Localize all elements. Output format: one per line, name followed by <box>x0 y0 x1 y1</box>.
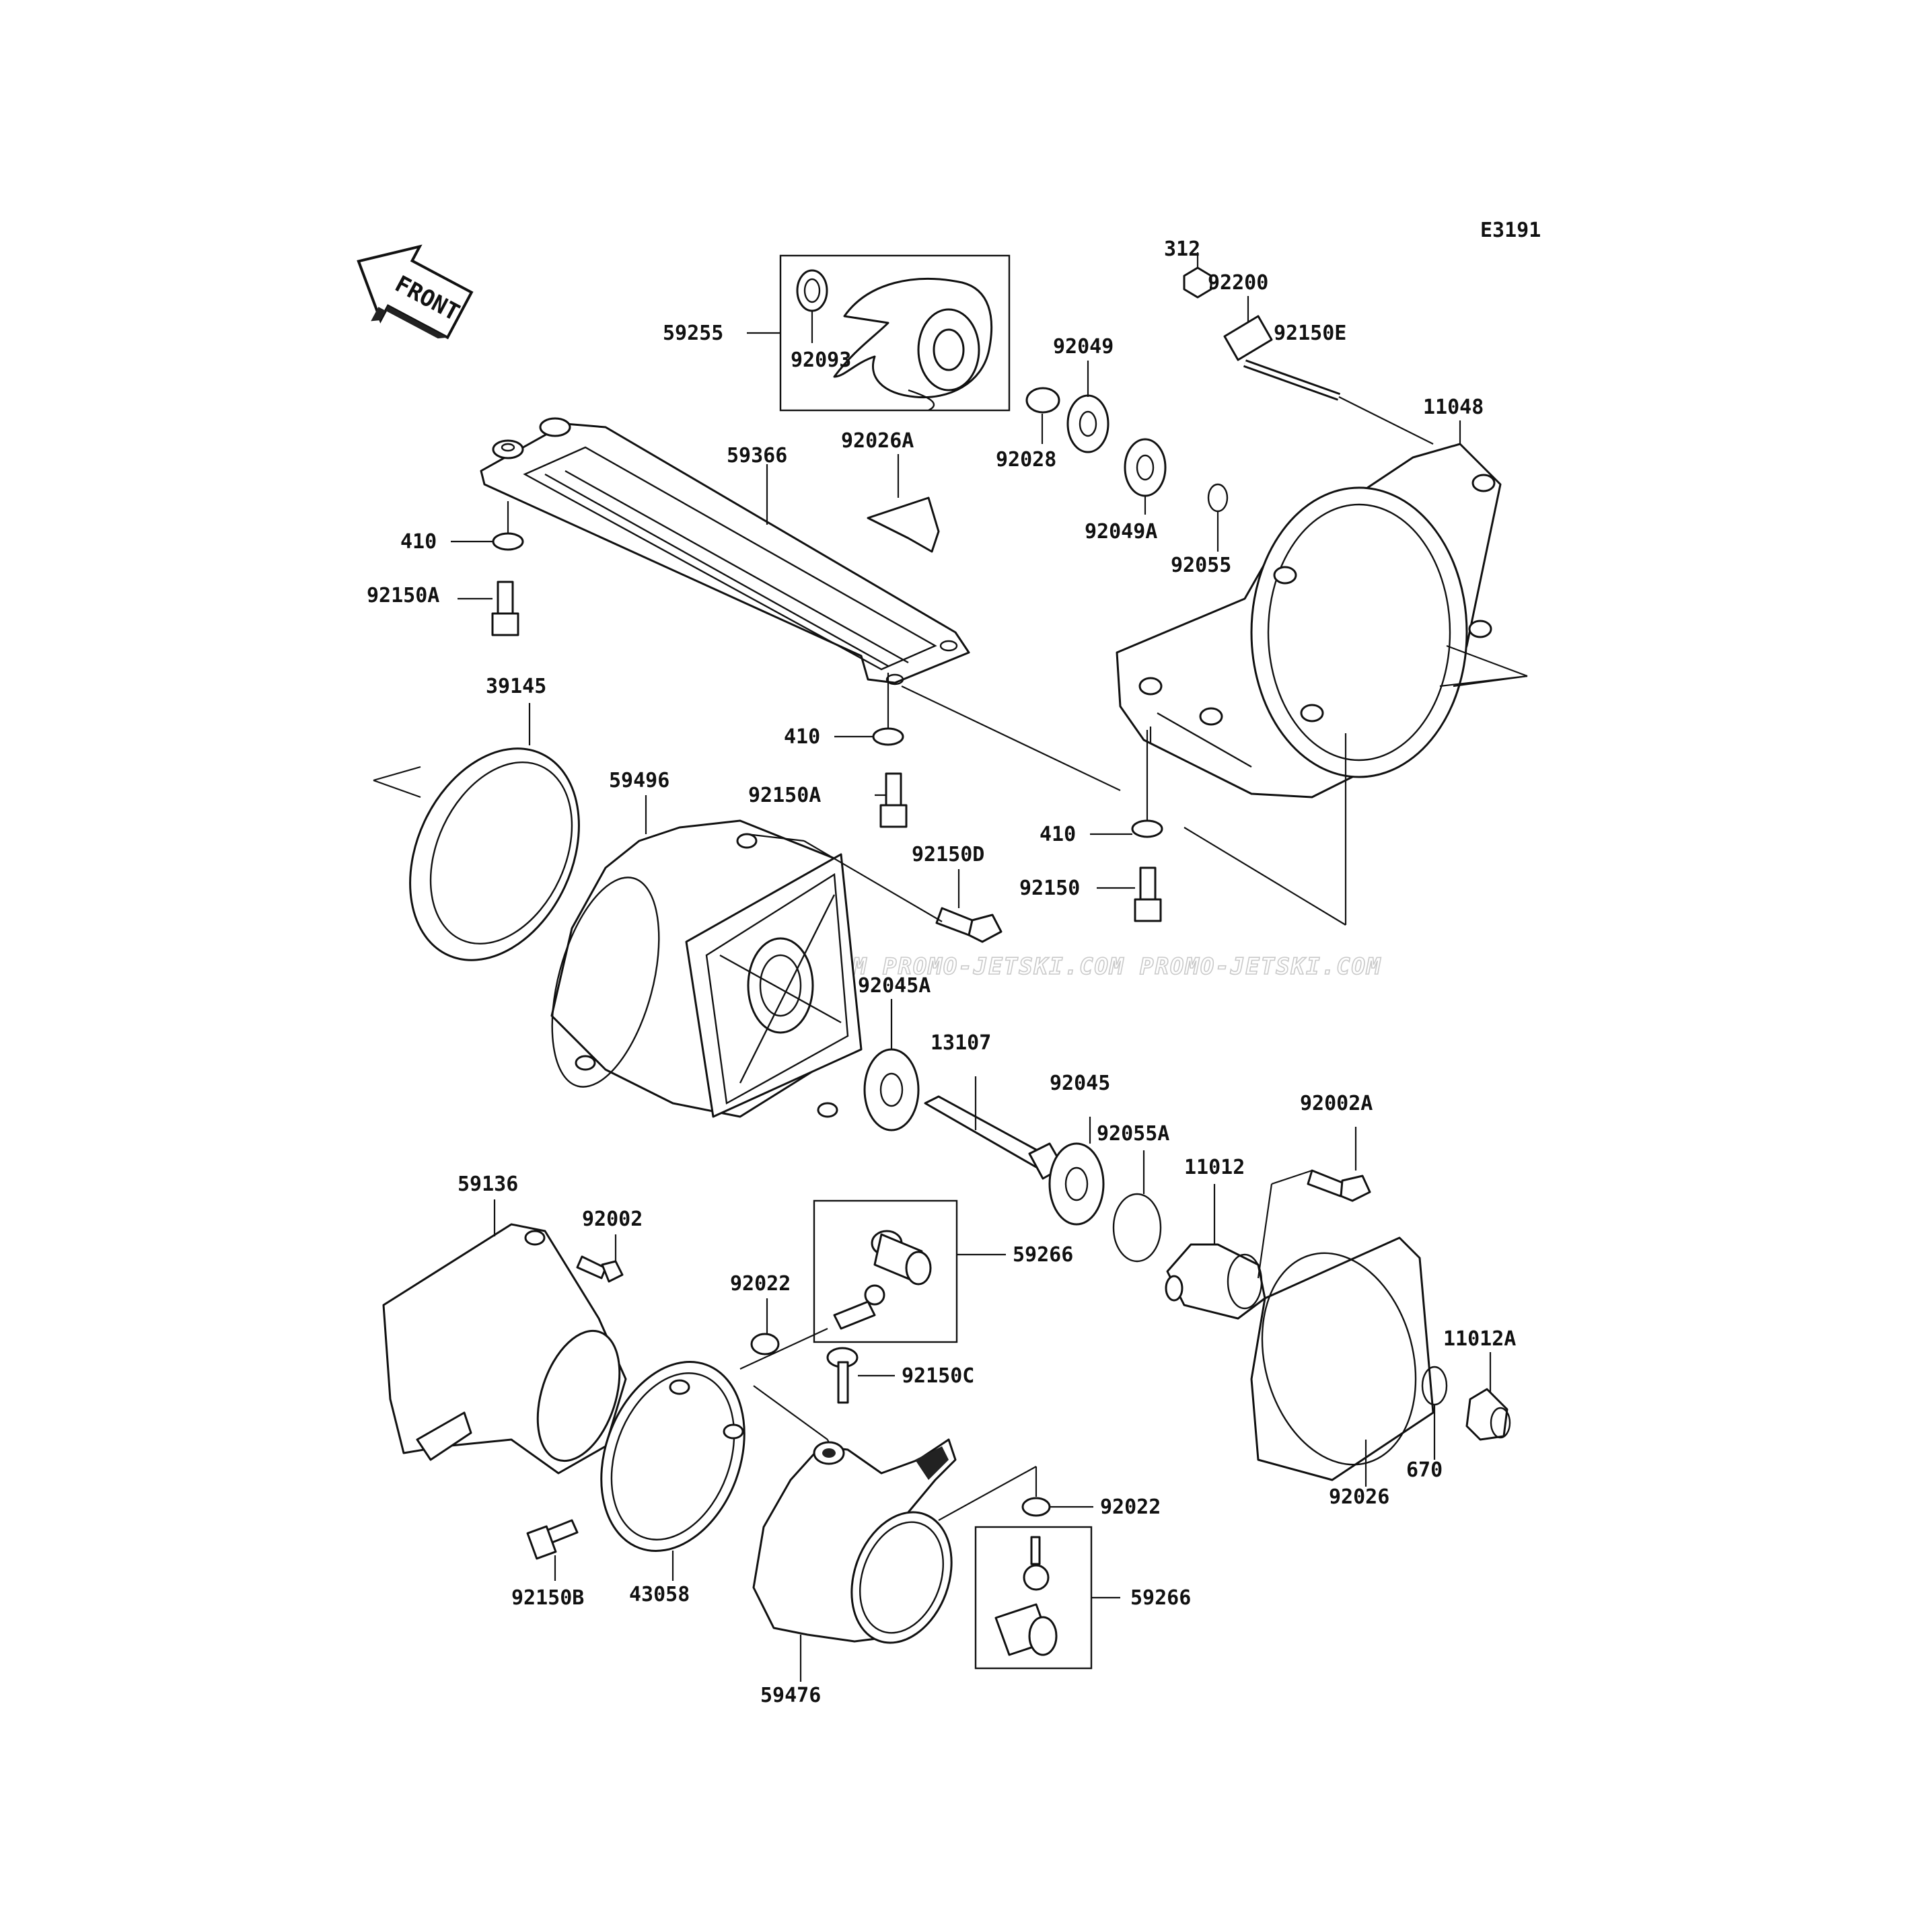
pivot-59266-b <box>994 1536 1058 1656</box>
label-92150D: 92150D <box>912 843 984 866</box>
label-92022-b: 92022 <box>1100 1495 1161 1519</box>
oring-92055A <box>1112 1193 1162 1263</box>
oring-92055 <box>1207 483 1229 513</box>
label-43058: 43058 <box>629 1583 690 1606</box>
label-59136: 59136 <box>458 1173 518 1196</box>
bolt-92150B <box>526 1519 579 1560</box>
ring-39145 <box>409 747 580 961</box>
label-92049: 92049 <box>1053 335 1114 359</box>
label-92002: 92002 <box>582 1208 643 1231</box>
label-312: 312 <box>1164 237 1200 261</box>
bearing-92045 <box>1048 1142 1105 1226</box>
label-59366: 59366 <box>727 444 787 468</box>
label-11048: 11048 <box>1423 396 1484 419</box>
bolt-92150 <box>1134 866 1162 922</box>
ride-plate-59366 <box>480 417 970 685</box>
bolt-92150D <box>935 907 1003 943</box>
label-59266-a: 59266 <box>1013 1243 1073 1267</box>
label-92150: 92150 <box>1019 877 1080 900</box>
plug-11012A <box>1465 1388 1511 1441</box>
label-11012: 11012 <box>1184 1156 1245 1179</box>
front-arrow-icon: FRONT <box>357 244 474 340</box>
label-410-b: 410 <box>784 725 820 749</box>
label-92028: 92028 <box>996 448 1056 472</box>
label-410-a: 410 <box>400 530 437 554</box>
label-92150E: 92150E <box>1274 322 1346 345</box>
washer-410-c <box>1131 819 1163 838</box>
washer-410-b <box>872 727 904 746</box>
bolt-92150A-a <box>491 581 519 636</box>
label-92049A: 92049A <box>1085 520 1157 544</box>
pivot-59266-a <box>833 1230 932 1330</box>
impeller-59255 <box>796 269 993 412</box>
bolt-92002A <box>1307 1169 1371 1202</box>
bolt-92002 <box>576 1255 624 1283</box>
label-39145: 39145 <box>486 675 546 698</box>
ring-43058 <box>600 1361 745 1552</box>
washer-92049A <box>1124 438 1167 497</box>
washer-92022-a <box>750 1333 780 1355</box>
label-59496: 59496 <box>609 769 669 792</box>
washer-92022-b <box>1021 1497 1051 1517</box>
label-92150A-b: 92150A <box>748 784 821 807</box>
bearing-92045A <box>863 1048 920 1131</box>
plate-92200 <box>1223 315 1273 361</box>
label-92150C: 92150C <box>902 1364 974 1388</box>
kit-box-59266-a <box>813 1199 958 1343</box>
label-92026A: 92026A <box>841 429 914 453</box>
label-92150A-a: 92150A <box>367 584 439 607</box>
pump-body-59496 <box>550 819 863 1118</box>
cap-11012 <box>1165 1243 1266 1320</box>
nut-312 <box>1183 266 1212 299</box>
shaft-13107 <box>924 1095 1064 1180</box>
label-92093: 92093 <box>791 348 851 372</box>
label-92045A: 92045A <box>858 974 931 998</box>
label-92150B: 92150B <box>511 1586 584 1610</box>
washer-92049 <box>1066 394 1109 453</box>
label-13107: 13107 <box>931 1031 991 1055</box>
label-92026: 92026 <box>1329 1485 1389 1509</box>
label-92002A: 92002A <box>1300 1092 1373 1115</box>
nozzle-59136 <box>382 1223 627 1475</box>
label-59476: 59476 <box>760 1684 821 1707</box>
plate-92026 <box>1250 1236 1434 1481</box>
pump-case-11048 <box>1116 443 1502 798</box>
label-670: 670 <box>1406 1458 1443 1482</box>
bolt-92150C <box>826 1347 859 1404</box>
label-92055A: 92055A <box>1097 1122 1169 1146</box>
label-59255: 59255 <box>663 322 723 345</box>
label-92200: 92200 <box>1208 271 1268 295</box>
diagram-code: E3191 <box>1480 219 1541 242</box>
collar-92028 <box>1025 387 1060 414</box>
label-59266-b: 59266 <box>1130 1586 1191 1610</box>
leader-lines <box>373 252 1528 1682</box>
label-92045: 92045 <box>1050 1072 1110 1095</box>
label-11012A: 11012A <box>1443 1327 1516 1351</box>
deflector-59476 <box>752 1438 957 1644</box>
washer-410-a <box>492 532 524 551</box>
label-92055: 92055 <box>1171 554 1231 577</box>
part-labels: 59255 92093 59366 92026A 92028 92049 920… <box>367 237 1516 1707</box>
bolt-92150A-b <box>879 772 908 828</box>
label-92022-a: 92022 <box>730 1272 791 1296</box>
label-410-c: 410 <box>1040 823 1076 846</box>
cover-92026A <box>867 496 940 553</box>
